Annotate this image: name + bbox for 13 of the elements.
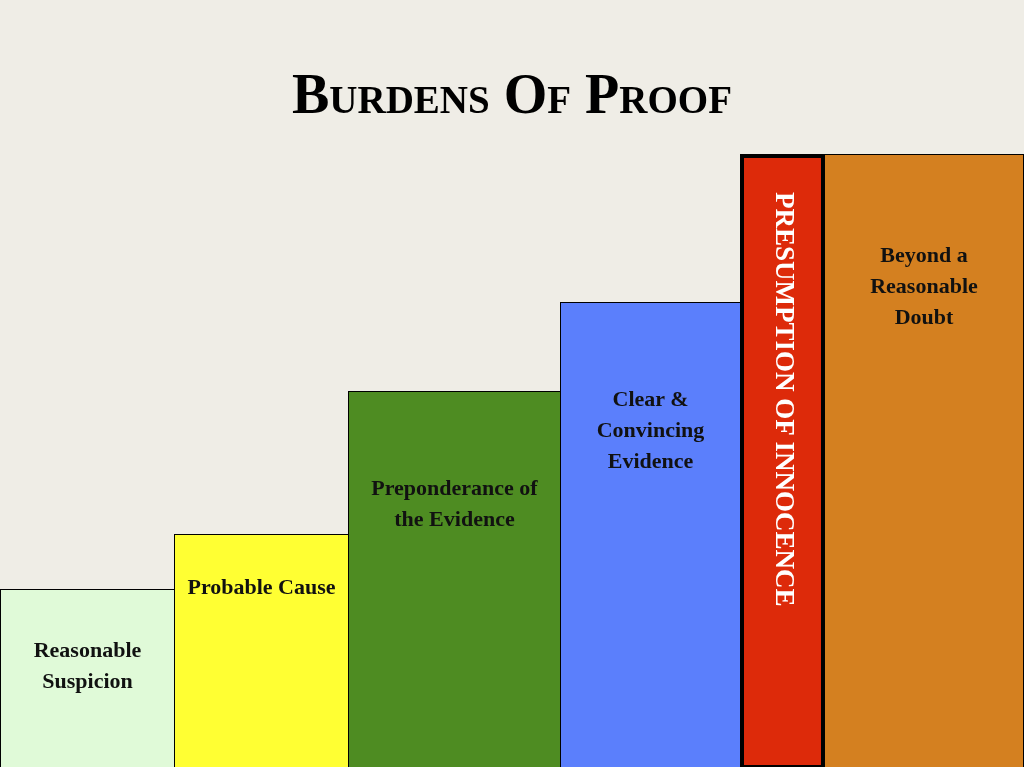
title: Burdens Of Proof xyxy=(291,62,733,126)
vertical-bar xyxy=(740,154,825,767)
bar-label: Beyond a Reasonable Doubt xyxy=(869,241,979,331)
step-bar xyxy=(348,391,561,767)
bar-label: Clear & Convincing Evidence xyxy=(595,385,706,475)
step-bar xyxy=(174,534,349,767)
bar-label: Probable Cause xyxy=(186,573,337,601)
bar-label: Preponderance of the Evidence xyxy=(370,474,539,533)
bar-label: Reasonable Suspicion xyxy=(32,636,143,695)
step-bar xyxy=(560,302,741,767)
step-bar xyxy=(0,589,175,767)
step-bar xyxy=(824,154,1024,767)
bar-label: PRESUMPTION OF INNOCENCE xyxy=(768,192,801,607)
